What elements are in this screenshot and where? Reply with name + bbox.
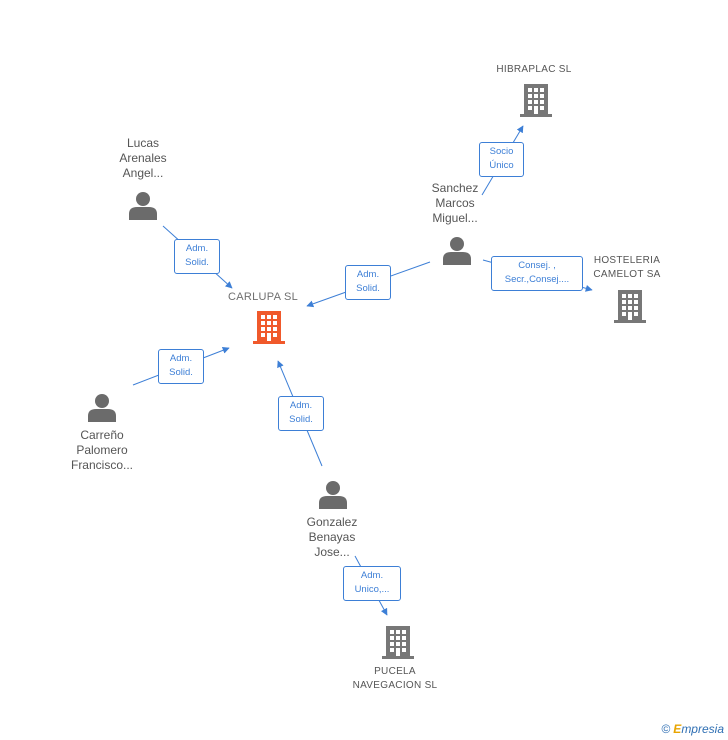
relation-line: Unico,... [354, 584, 390, 595]
node-label-line: Angel... [122, 166, 164, 180]
node-label-line: Benayas [308, 530, 356, 544]
node-label-line: NAVEGACION SL [352, 680, 438, 691]
relation-badge-lucas-carlupa[interactable]: Adm. Solid. [174, 239, 220, 274]
relation-line: Solid. [169, 367, 193, 378]
brand-e-glyph: E [673, 722, 682, 736]
relation-badge-sanchez-hibraplac[interactable]: Socio Único [479, 142, 524, 177]
node-label-line: Jose... [314, 545, 350, 559]
node-label-line: HIBRAPLAC SL [496, 64, 572, 75]
person-icon-gonzalez[interactable] [319, 481, 347, 509]
node-label-line: PUCELA [374, 666, 416, 677]
node-label-pucela[interactable]: PUCELA NAVEGACION SL [340, 665, 450, 693]
relation-badge-sanchez-carlupa[interactable]: Adm. Solid. [345, 265, 391, 300]
relation-line: Único [489, 160, 514, 171]
node-label-line: Carreño [80, 428, 124, 442]
copyright-icon: © [661, 722, 671, 736]
node-label-line: Miguel... [432, 211, 478, 225]
relation-line: Secr.,Consej.... [504, 274, 570, 285]
relation-badge-gonzalez-pucela[interactable]: Adm. Unico,... [343, 566, 401, 601]
node-label-line: Francisco... [70, 458, 133, 472]
relation-line: Adm. [360, 570, 384, 581]
person-icon-sanchez[interactable] [443, 237, 471, 265]
relation-line: Adm. [185, 243, 209, 254]
node-label-line: Lucas [126, 136, 160, 150]
brand-name: mpresia [681, 722, 724, 736]
node-label-line: Gonzalez [306, 515, 358, 529]
relation-line: Solid. [185, 257, 209, 268]
node-label-line: Arenales [119, 151, 167, 165]
node-label-carlupa[interactable]: CARLUPA SL [228, 290, 308, 304]
relation-line: Solid. [289, 414, 313, 425]
node-label-line: Sanchez [431, 181, 479, 195]
person-icon-lucas[interactable] [129, 192, 157, 220]
relation-badge-carreno-carlupa[interactable]: Adm. Solid. [158, 349, 204, 384]
node-label-hibraplac[interactable]: HIBRAPLAC SL [486, 63, 582, 77]
person-icon-carreno[interactable] [88, 394, 116, 422]
building-icon-hosteleria[interactable] [614, 290, 646, 323]
relation-line: Consej. , [518, 260, 556, 271]
relation-line: Solid. [356, 283, 380, 294]
relation-badge-sanchez-hosteleria[interactable]: Consej. , Secr.,Consej.... [491, 256, 583, 291]
relation-line: Adm. [289, 400, 313, 411]
relation-line: Socio [489, 146, 514, 157]
node-label-line: CARLUPA SL [228, 291, 299, 303]
node-label-hosteleria[interactable]: HOSTELERIA CAMELOT SA [586, 254, 668, 282]
relation-line: Adm. [169, 353, 193, 364]
node-label-line: Marcos [435, 196, 475, 210]
building-icon-carlupa[interactable] [253, 311, 285, 344]
node-label-gonzalez[interactable]: Gonzalez Benayas Jose... [290, 515, 374, 560]
relation-line: Adm. [356, 269, 380, 280]
node-label-line: HOSTELERIA [593, 255, 661, 266]
node-label-line: Palomero [76, 443, 128, 457]
building-icon-pucela[interactable] [382, 626, 414, 659]
node-label-sanchez[interactable]: Sanchez Marcos Miguel... [415, 181, 495, 226]
node-label-line: CAMELOT SA [593, 269, 661, 280]
node-label-carreno[interactable]: Carreño Palomero Francisco... [57, 428, 147, 473]
building-icon-hibraplac[interactable] [520, 84, 552, 117]
node-label-lucas[interactable]: Lucas Arenales Angel... [103, 136, 183, 181]
relation-badge-gonzalez-carlupa[interactable]: Adm. Solid. [278, 396, 324, 431]
empresia-watermark[interactable]: ©Empresia [661, 722, 724, 736]
